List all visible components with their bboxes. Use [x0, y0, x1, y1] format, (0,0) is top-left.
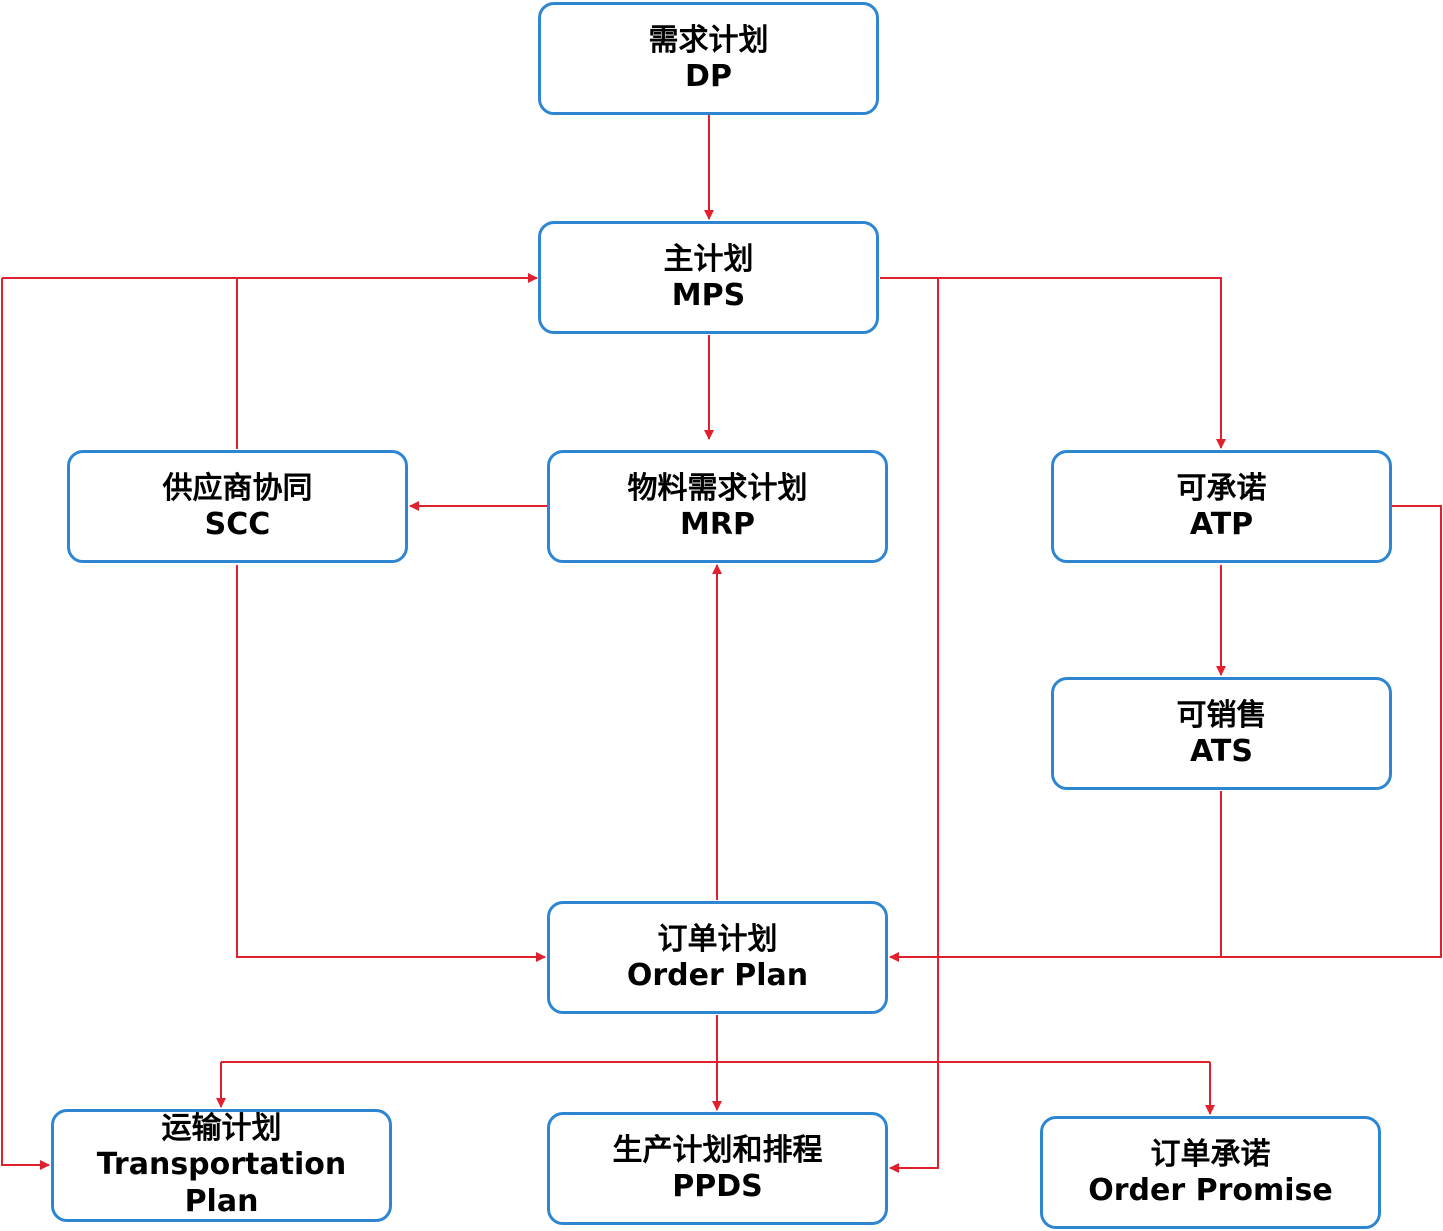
node-mps-en: MPS [671, 277, 746, 313]
node-transportation-plan-zh: 运输计划 [161, 1110, 282, 1146]
node-order-plan-en: Order Plan [626, 957, 809, 993]
node-order-promise: 订单承诺 Order Promise [1040, 1116, 1381, 1229]
node-order-promise-zh: 订单承诺 [1150, 1136, 1271, 1172]
node-dp-en: DP [685, 58, 732, 94]
node-atp-zh: 可承诺 [1176, 470, 1267, 506]
node-transportation-plan-en: Transportation [96, 1147, 347, 1183]
node-dp-zh: 需求计划 [648, 22, 769, 58]
node-scc-en: SCC [204, 506, 271, 542]
node-ats-zh: 可销售 [1176, 697, 1267, 733]
node-scc-zh: 供应商协同 [162, 470, 313, 506]
node-ats-en: ATS [1190, 733, 1253, 769]
node-mps: 主计划 MPS [538, 221, 879, 334]
edge-mps-to-atp [880, 277, 1226, 449]
node-transportation-plan-en2: Plan [184, 1183, 259, 1219]
node-order-promise-en: Order Promise [1088, 1172, 1333, 1208]
node-mrp: 物料需求计划 MRP [547, 450, 888, 563]
node-mrp-zh: 物料需求计划 [627, 470, 808, 506]
edge-atp-to-orderplan [889, 505, 1442, 962]
edge-scc-to-orderplan [236, 565, 546, 962]
node-ppds-en: PPDS [672, 1168, 763, 1204]
edge-to-transportation [1, 278, 50, 1170]
node-order-plan-zh: 订单计划 [657, 921, 778, 957]
node-ats: 可销售 ATS [1051, 677, 1392, 790]
node-scc: 供应商协同 SCC [67, 450, 408, 563]
edge-mps-to-ppds [880, 277, 939, 1173]
node-atp: 可承诺 ATP [1051, 450, 1392, 563]
node-mrp-en: MRP [680, 506, 755, 542]
node-order-plan: 订单计划 Order Plan [547, 901, 888, 1014]
edge-scc-to-mps [236, 273, 538, 449]
node-ppds-zh: 生产计划和排程 [612, 1132, 823, 1168]
node-ppds: 生产计划和排程 PPDS [547, 1112, 888, 1225]
node-mps-zh: 主计划 [663, 241, 754, 277]
node-transportation-plan: 运输计划 Transportation Plan [51, 1109, 392, 1222]
node-dp: 需求计划 DP [538, 2, 879, 115]
node-atp-en: ATP [1189, 506, 1254, 542]
